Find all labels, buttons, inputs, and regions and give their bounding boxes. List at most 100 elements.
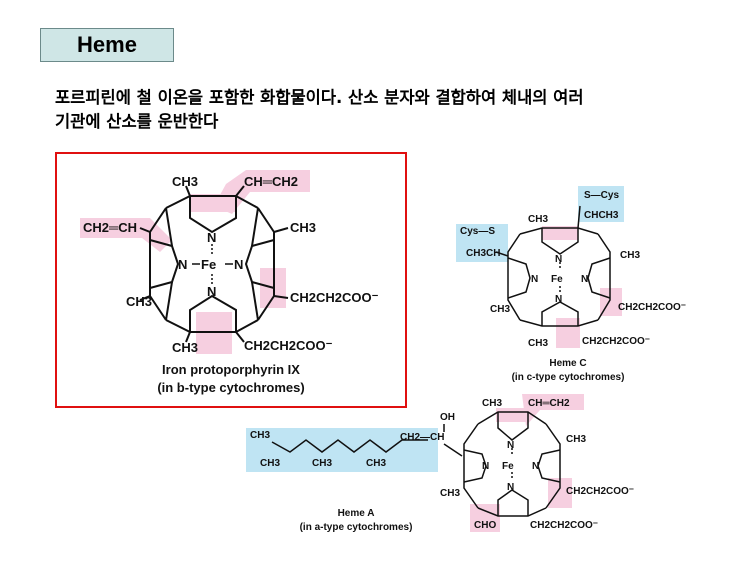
bond [185,185,191,197]
atom-label: N [207,284,216,299]
cysteine-highlight-top [578,186,624,222]
atom-label: N [581,274,588,285]
bond [507,257,531,299]
group-label: CH3 [126,294,152,309]
description: 포르피린에 철 이온을 포함한 화합물이다. 산소 분자와 결합하여 체내의 여… [55,86,715,134]
group-label: CH2CH2COO⁻ [290,290,379,305]
group-label: CH3 [172,340,198,355]
caption: Heme C [549,358,586,369]
atom-label: N [482,461,489,472]
group-label: OH [440,412,455,423]
atom-label: Fe [502,461,514,472]
bond [463,449,487,483]
group-label: CH═CH2 [244,174,298,189]
atom-label: N [507,482,514,493]
group-label: CH3 [566,434,586,445]
bond [165,281,173,321]
group-label: CH3 [260,458,280,469]
group-label: CH2CH2COO⁻ [530,520,598,531]
group-label: CH3 [620,250,640,261]
propionate-highlight [600,288,622,316]
caption: (in a-type cytochromes) [300,522,413,533]
caption: (in c-type cytochromes) [512,372,625,383]
atom-label: Fe [201,257,216,272]
group-label: CH3 [482,398,502,409]
bond [541,301,579,326]
formyl-highlight [470,504,500,532]
atom-label: N [531,274,538,285]
bond [497,489,529,516]
bond [545,423,561,509]
group-label: CH2CH2COO⁻ [244,338,333,353]
ring-highlight [496,408,528,422]
bond [149,239,180,289]
group-label: CH2CH2COO⁻ [582,336,650,347]
farnesyl-highlight [246,428,438,472]
vinyl-highlight [522,394,584,426]
bond [443,443,463,457]
group-label: CH3 [250,430,270,441]
atom-label: N [507,440,514,451]
bond [244,239,275,289]
bond [189,196,237,234]
group-label: CH3 [490,304,510,315]
title-box: Heme [40,28,174,62]
group-label: CHCH3 [584,210,619,221]
page-title: Heme [77,32,137,57]
bond [495,251,509,257]
group-label: CH3 [528,338,548,349]
atom-label: N [178,257,187,272]
group-label: CH2═CH [83,220,137,235]
atom-label: N [555,254,562,265]
group-label: S—Cys [584,190,619,201]
bond [185,331,191,343]
group-label: CH2CH2COO⁻ [566,486,634,497]
group-label: CH3 [312,458,332,469]
group-label: CHO [474,520,496,531]
heme-c-structure: S—Cys CHCH3 Cys—S CH3CH CH3 CH3 CH3 CH2C… [456,186,686,383]
group-label: CH═CH2 [528,398,570,409]
caption: (in b-type cytochromes) [157,380,304,395]
propionate-highlight [556,318,580,348]
bond [235,331,245,343]
bond [541,228,579,255]
group-label: CH2—CH [400,432,444,443]
group-label: CH3 [172,174,198,189]
group-label: CH3 [440,488,460,499]
bond [519,319,599,327]
protoporphyrin-structure: CH3 CH═CH2 CH2═CH CH3 CH3 CH2CH2COO⁻ CH3… [80,170,379,395]
bond [477,411,547,425]
bond [477,507,547,517]
atom-label: N [555,294,562,305]
bond [273,227,289,233]
atom-label: N [532,461,539,472]
group-label: CH2CH2COO⁻ [618,302,686,313]
bond [139,227,151,233]
description-line-1: 포르피린에 철 이온을 포함한 화합물이다. 산소 분자와 결합하여 체내의 여… [55,88,584,107]
bond [519,227,599,235]
bond [587,257,611,299]
bond [165,207,173,247]
bond [273,295,289,299]
bond [463,423,479,509]
ring-highlight [542,226,578,240]
propionate-highlight [548,478,572,508]
group-label: CH3CH [466,248,500,259]
bond [165,195,259,209]
cysteine-highlight-left [456,224,508,262]
vinyl-highlight-left [80,218,172,252]
bond [149,207,167,321]
bond [165,319,259,333]
bond [257,207,275,321]
atom-label: N [207,230,216,245]
bond [235,185,245,197]
bond [497,412,529,441]
bond [507,233,521,321]
vinyl-highlight-top [214,170,310,214]
caption: Iron protoporphyrin IX [162,362,300,377]
group-label: CH3 [528,214,548,225]
bond [271,439,428,453]
atom-label: Fe [551,274,563,285]
caption: Heme A [338,508,375,519]
